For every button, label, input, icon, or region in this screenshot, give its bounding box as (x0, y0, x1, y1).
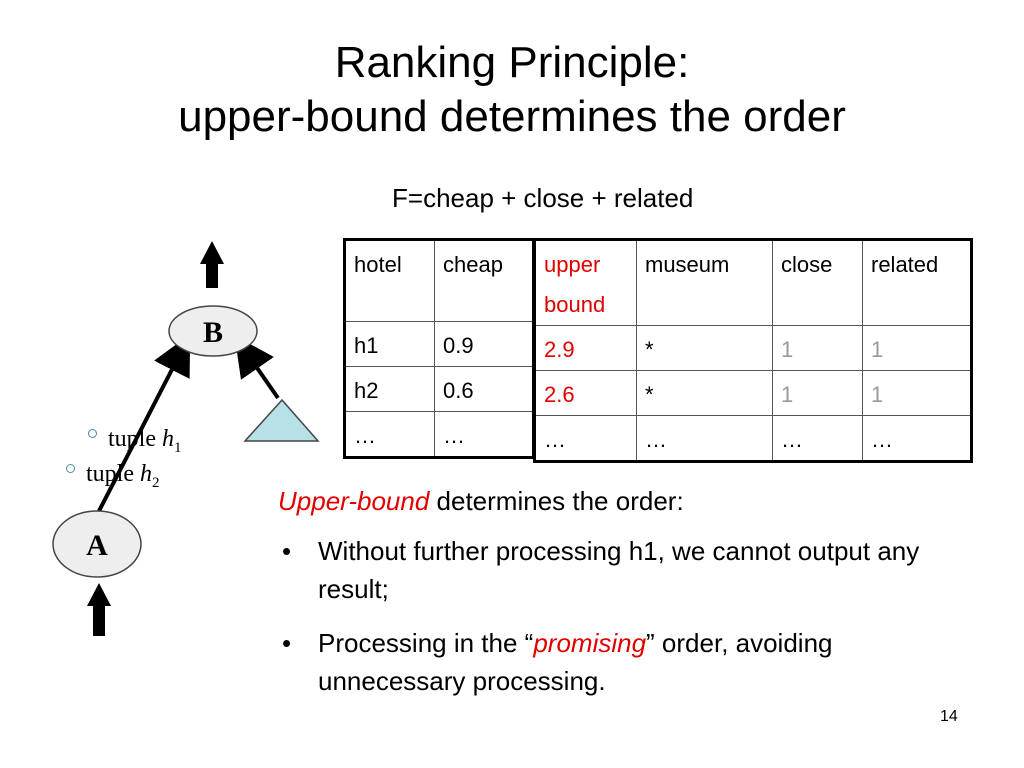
header-related: related (862, 239, 972, 326)
bullet-dot: • (282, 628, 292, 658)
table-header-row: hotel cheap (344, 239, 534, 322)
hotel-cheap-table: hotel cheap h1 0.9 h2 0.6 … … (343, 238, 535, 459)
table-row: … … (344, 411, 534, 458)
cell-related: 1 (862, 325, 972, 371)
cell-hotel: … (344, 411, 435, 458)
cell-related: … (862, 415, 972, 462)
table-row: h2 0.6 (344, 366, 534, 412)
cell-museum: * (636, 325, 773, 371)
table-row: h1 0.9 (344, 321, 534, 367)
cell-museum: * (636, 370, 773, 416)
table-row: 2.9 * 1 1 (534, 325, 972, 371)
table-row: 2.6 * 1 1 (534, 370, 972, 416)
subtree-triangle (243, 398, 320, 442)
cell-close: … (772, 415, 863, 462)
cell-hotel: h2 (344, 366, 435, 412)
cell-cheap: 0.6 (434, 366, 534, 412)
bullet-text: Without further processing h1, we cannot… (318, 536, 920, 604)
cell-museum: … (636, 415, 773, 462)
formula: F=cheap + close + related (392, 183, 694, 213)
node-b-label: B (203, 316, 223, 349)
page-number: 14 (940, 708, 958, 725)
lead-highlight: Upper-bound (278, 486, 430, 516)
cell-close: 1 (772, 325, 863, 371)
node-a-label: A (86, 529, 108, 562)
tuple-h1-label: tuple h1 (88, 425, 182, 462)
bullet-text: Processing in the “promising” order, avo… (318, 628, 833, 696)
table-row: … … … … (534, 415, 972, 462)
title-line-2: upper-bound determines the order (178, 92, 846, 141)
cell-upper-bound: 2.6 (534, 370, 637, 416)
output-arrow (200, 241, 224, 288)
edge-a-to-b (97, 334, 191, 512)
header-close: close (772, 239, 863, 326)
edge-subtree-to-b (234, 335, 280, 400)
tuple-bullet-icon (66, 464, 75, 473)
lead-sentence: Upper-bound determines the order: (278, 482, 684, 520)
cell-related: 1 (862, 370, 972, 416)
title-line-1: Ranking Principle: (334, 38, 690, 87)
cell-upper-bound: 2.9 (534, 325, 637, 371)
bullet-dot: • (282, 536, 292, 566)
header-museum: museum (636, 239, 773, 326)
header-cheap: cheap (434, 239, 534, 322)
cell-hotel: h1 (344, 321, 435, 367)
promising-highlight: promising (533, 628, 647, 658)
slide-title: Ranking Principle: upper-bound determine… (0, 36, 1024, 144)
cell-close: 1 (772, 370, 863, 416)
input-arrow (87, 583, 111, 636)
cell-cheap: … (434, 411, 534, 458)
header-hotel: hotel (344, 239, 435, 322)
lead-rest: determines the order: (429, 486, 684, 516)
node-a-ellipse (52, 510, 142, 578)
node-b-ellipse (168, 305, 258, 357)
cell-upper-bound: … (534, 415, 637, 462)
tuple-h2-label: tuple h2 (66, 460, 160, 497)
cell-cheap: 0.9 (434, 321, 534, 367)
tuple-bullet-icon (88, 429, 97, 438)
